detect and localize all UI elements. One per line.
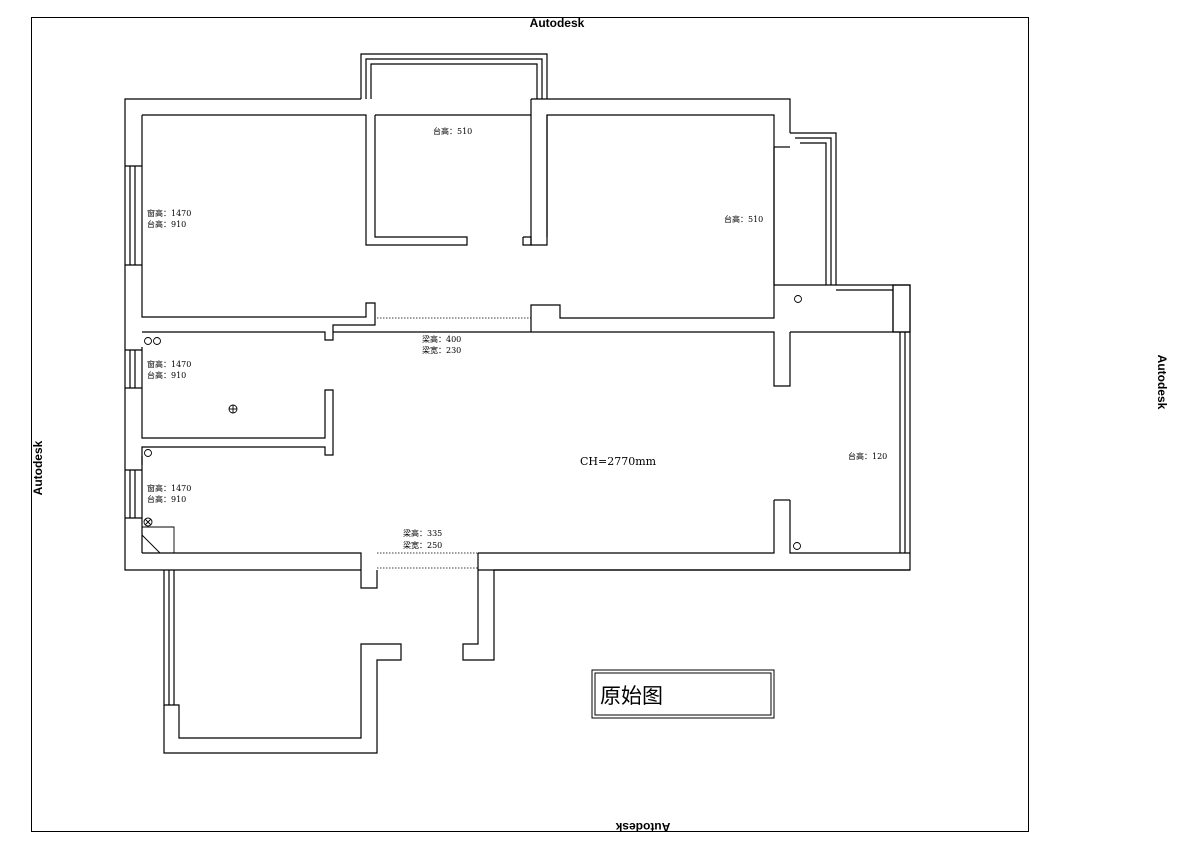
pipe-icon [144, 337, 152, 345]
beam-height-lower: 梁高：335 [403, 528, 442, 538]
window-note-room3: 窗高：1470 [147, 483, 191, 493]
title-block: 原始图 [591, 669, 775, 719]
beam-height-upper: 梁高：400 [422, 334, 461, 344]
pipe-icon [144, 449, 152, 457]
sill-note-living-right: 台高：120 [848, 451, 887, 461]
sill-note-bedroom-right: 台高：510 [724, 214, 763, 224]
window-note-room2: 窗高：1470 [147, 359, 191, 369]
crosshair-icon [228, 404, 238, 414]
sill-note-balcony: 台高：510 [433, 126, 472, 136]
fixtures [141, 295, 802, 554]
watermark-left: Autodesk [31, 440, 45, 495]
walls [124, 53, 911, 754]
window-note-room1: 窗高：1470 [147, 208, 191, 218]
beam-width-upper: 梁宽：230 [422, 345, 461, 355]
pipe-icon [794, 295, 802, 303]
watermark-bottom: Autodesk [615, 820, 670, 834]
beam-width-lower: 梁宽：250 [403, 540, 442, 550]
flue-shaft [141, 526, 175, 554]
sheet-border [31, 17, 1029, 832]
watermark-right: Autodesk [1155, 355, 1169, 410]
pipe-icon [793, 542, 801, 550]
sill-note-room2: 台高：910 [147, 370, 186, 380]
sill-note-room3: 台高：910 [147, 494, 186, 504]
pipe-icon [153, 337, 161, 345]
watermark-top: Autodesk [530, 16, 585, 30]
beam-lines [377, 317, 531, 569]
sill-note-room1: 台高：910 [147, 219, 186, 229]
ceiling-height-label: CH=2770mm [580, 455, 657, 468]
drain-icon [143, 517, 153, 527]
drawing-title: 原始图 [600, 684, 663, 708]
